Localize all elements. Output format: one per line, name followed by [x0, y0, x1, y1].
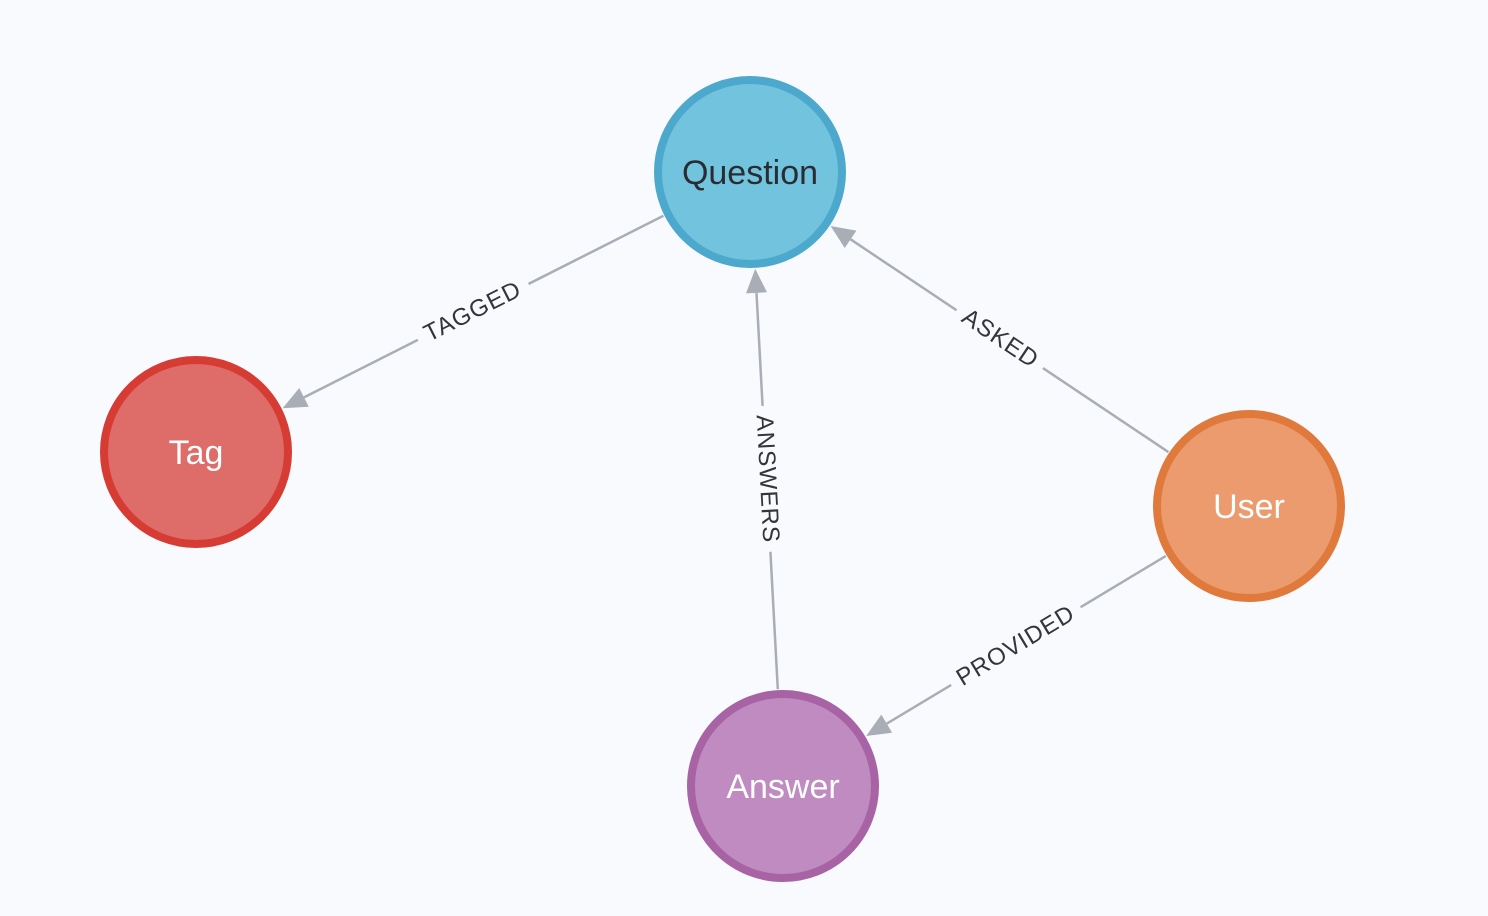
node-circle-answer[interactable] [687, 690, 879, 882]
arrowhead-icon [746, 268, 767, 294]
node-circle-tag[interactable] [100, 356, 292, 548]
node-user[interactable]: User [1153, 410, 1345, 602]
arrowhead-icon [830, 225, 857, 249]
node-tag[interactable]: Tag [100, 356, 292, 548]
node-circle-question[interactable] [654, 76, 846, 268]
node-answer[interactable]: Answer [687, 690, 879, 882]
edge-label-answers[interactable]: ANSWERS [745, 405, 788, 553]
arrowhead-icon [282, 388, 309, 409]
node-circle-user[interactable] [1153, 410, 1345, 602]
arrowhead-icon [866, 714, 893, 737]
node-question[interactable]: Question [654, 76, 846, 268]
